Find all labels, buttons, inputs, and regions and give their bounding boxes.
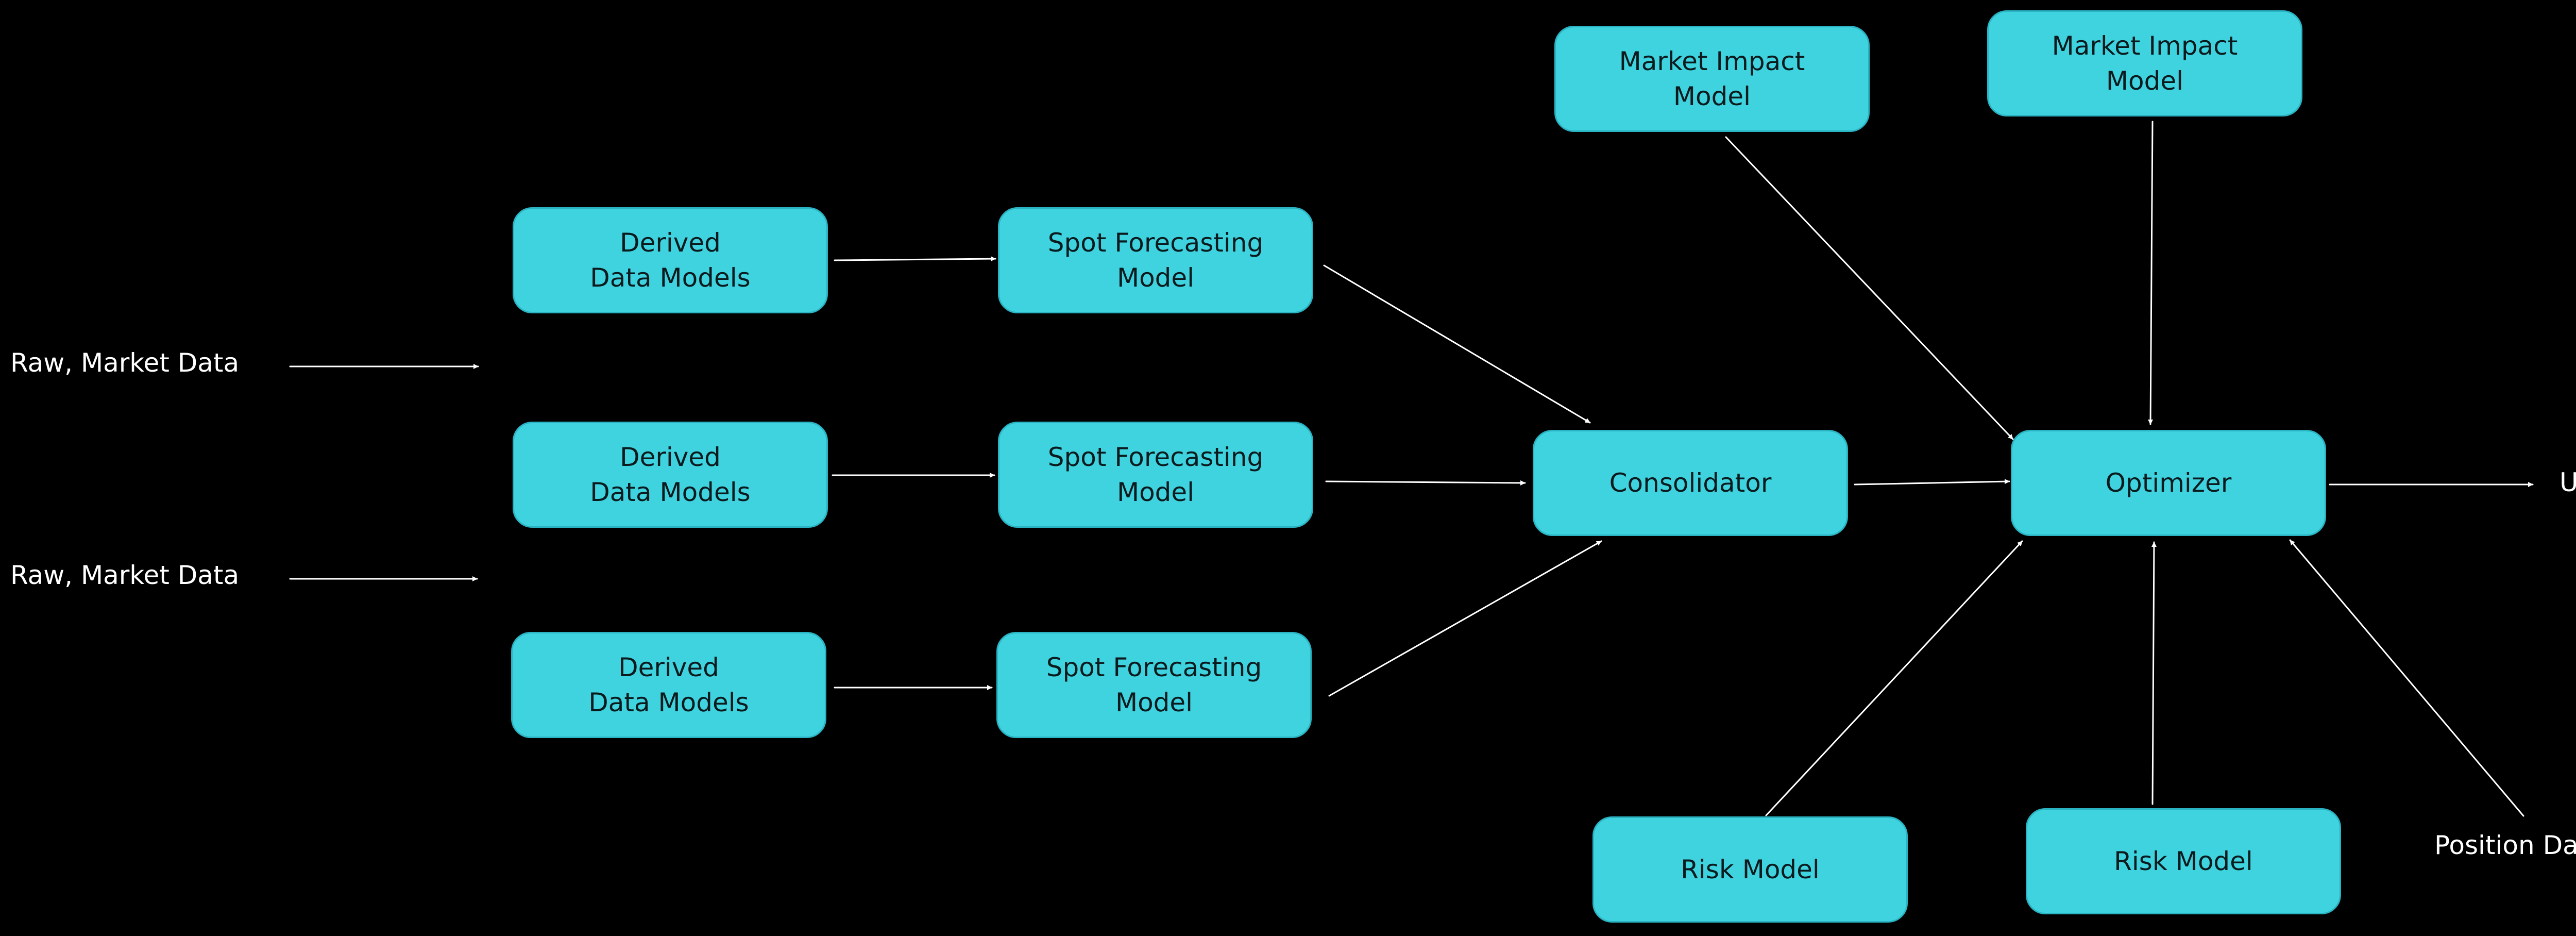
edge-spot_2-to-consolidator — [1325, 480, 1526, 486]
risk-model-node-2[interactable]: Risk Model — [2026, 808, 2341, 914]
edge-spot_3-to-consolidator — [1328, 540, 1602, 697]
raw-market-data-label-2: Raw, Market Data — [10, 560, 240, 590]
spot-forecasting-model-node-2[interactable]: Spot Forecasting Model — [998, 422, 1313, 528]
optimizer-node[interactable]: Optimizer — [2011, 430, 2326, 536]
market-impact-model-node-1[interactable]: Market Impact Model — [1554, 26, 1870, 132]
user-label: User — [2560, 467, 2576, 497]
edge-risk_2-to-optimizer — [2151, 541, 2157, 805]
edge-consolidator-to-optimizer — [1854, 479, 2010, 486]
edge-risk_1-to-optimizer — [1765, 540, 2023, 816]
edge-position-to-optimizer — [2289, 539, 2524, 817]
derived-data-models-node-1[interactable]: Derived Data Models — [513, 207, 828, 313]
risk-model-node-1[interactable]: Risk Model — [1592, 816, 1908, 923]
market-impact-model-node-2[interactable]: Market Impact Model — [1987, 10, 2302, 116]
position-data-label: Position Data — [2434, 830, 2576, 860]
spot-forecasting-model-node-1[interactable]: Spot Forecasting Model — [998, 207, 1313, 313]
derived-data-models-node-2[interactable]: Derived Data Models — [513, 422, 828, 528]
spot-forecasting-model-node-3[interactable]: Spot Forecasting Model — [996, 632, 1312, 738]
edge-impact_2-to-optimizer — [2148, 121, 2154, 425]
consolidator-node[interactable]: Consolidator — [1533, 430, 1848, 536]
edge-impact_1-to-optimizer — [1725, 136, 2014, 440]
raw-market-data-label-1: Raw, Market Data — [10, 348, 240, 378]
derived-data-models-node-3[interactable]: Derived Data Models — [511, 632, 826, 738]
edge-derived_1-to-spot_1 — [834, 256, 996, 262]
edge-spot_1-to-consolidator — [1323, 264, 1591, 424]
